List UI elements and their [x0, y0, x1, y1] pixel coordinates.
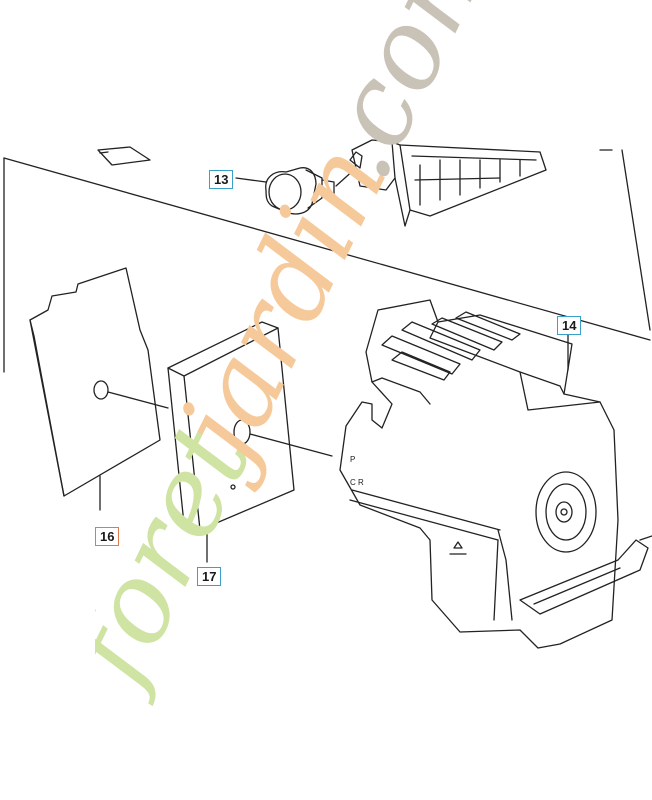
callout-14: 14	[557, 316, 582, 335]
plane-line-right	[621, 149, 651, 331]
filter-plate-drawing	[29, 267, 169, 511]
carburetor-fragment	[351, 139, 613, 227]
callout-17: 17	[197, 567, 222, 586]
callout-13: 13	[209, 170, 234, 189]
air-filter-cover-drawing	[339, 299, 652, 649]
part-fragment	[97, 146, 151, 166]
primer-bulb-drawing	[265, 151, 363, 215]
leader-13	[235, 177, 267, 183]
plane-line-top	[3, 157, 651, 341]
cover-mark-cr: C R	[350, 478, 364, 487]
foam-filter-drawing	[167, 321, 333, 563]
callout-16: 16	[95, 527, 120, 546]
cover-mark-p: P	[350, 455, 355, 464]
